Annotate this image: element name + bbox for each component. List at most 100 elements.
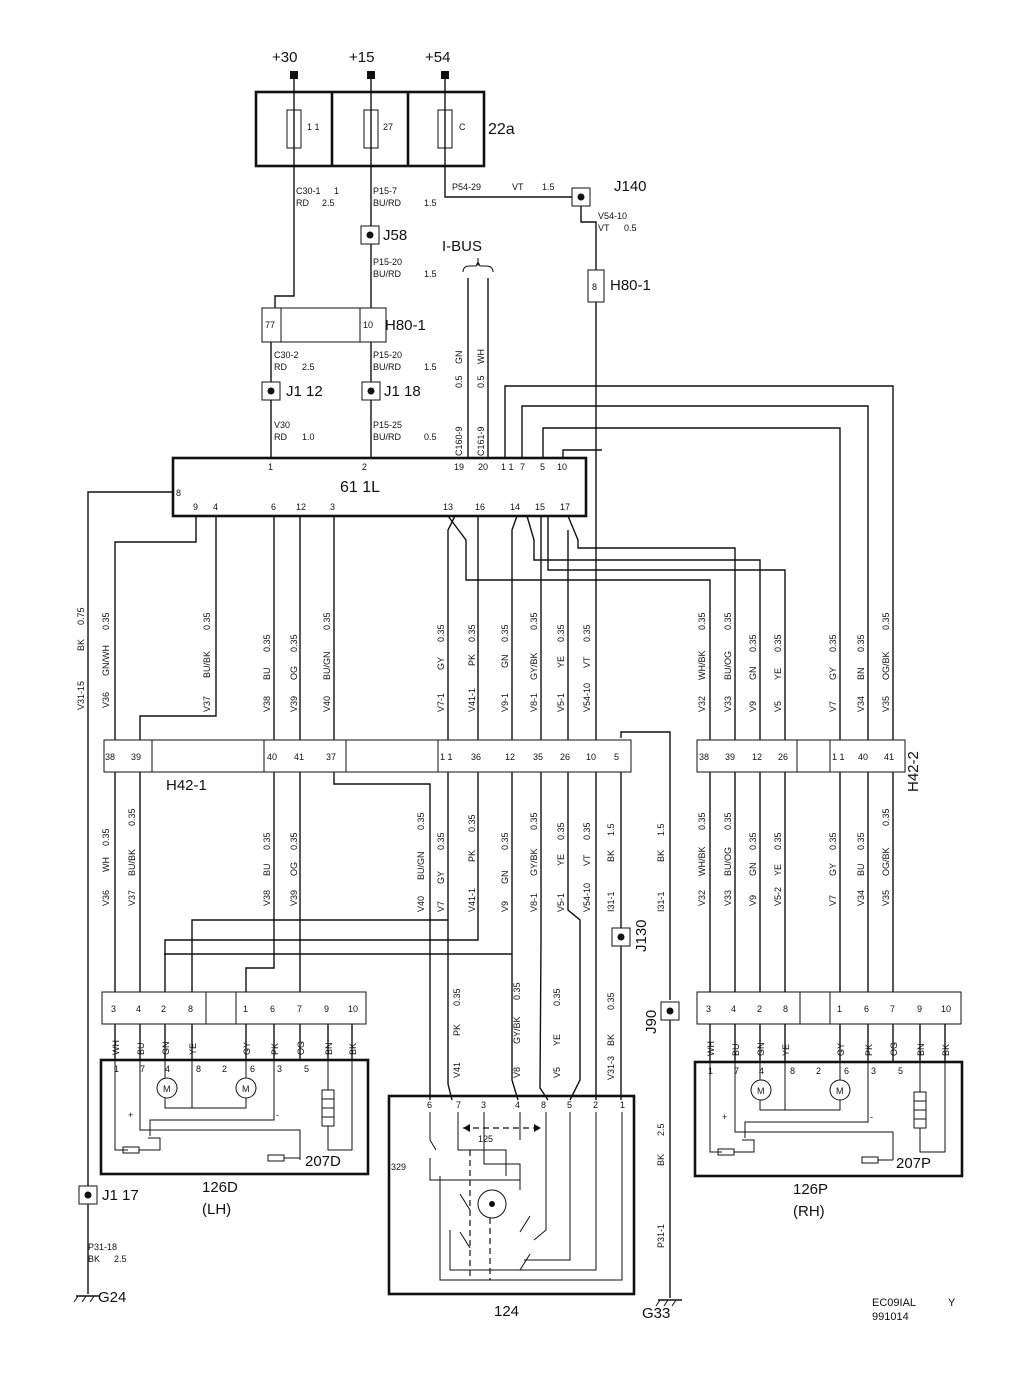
svg-text:V40: V40 [416,896,426,912]
svg-text:3: 3 [706,1004,711,1014]
module-pin-5: 5 [540,462,545,472]
connector-h80-1-left-label: H80-1 [385,317,426,334]
svg-text:1: 1 [708,1066,713,1076]
svg-text:6: 6 [270,1004,275,1014]
svg-text:V36: V36 [101,692,111,708]
svg-text:V36: V36 [101,890,111,906]
svg-text:BK: BK [606,850,616,862]
svg-text:4: 4 [731,1004,736,1014]
svg-text:2: 2 [757,1004,762,1014]
svg-text:4: 4 [759,1066,764,1076]
wire-p15-20a-size: 1.5 [424,269,437,279]
svg-text:1: 1 [114,1064,119,1074]
module-pin-2: 2 [362,462,367,472]
svg-text:38: 38 [699,752,709,762]
svg-text:2: 2 [816,1066,821,1076]
connector-h80-1-right-label: H80-1 [610,277,651,294]
svg-text:YE: YE [188,1043,198,1055]
connector-h42-1-body [103,739,632,773]
svg-text:P31-1: P31-1 [656,1224,666,1248]
module-pin-8: 8 [176,488,181,498]
svg-text:V37: V37 [202,696,212,712]
svg-text:4: 4 [136,1004,141,1014]
svg-text:BN: BN [324,1042,334,1055]
svg-text:V39: V39 [289,890,299,906]
svg-text:4: 4 [165,1064,170,1074]
mirror-126d-heater: 207D [305,1153,341,1170]
switch-wire-labels: V41 PK 0.35 V8 GY/BK 0.35 V5 YE 0.35 V31… [452,982,666,1248]
rh-motor-1 [750,1079,772,1101]
svg-text:GN: GN [748,863,758,877]
connector-h42-2-body [696,739,906,773]
svg-text:1: 1 [837,1004,842,1014]
wire-p15-25-color: BU/RD [373,432,402,442]
svg-text:5: 5 [304,1064,309,1074]
lh-potentiometer-2 [267,1154,285,1162]
svg-text:GY: GY [242,1042,252,1055]
supply-terminals: +30 +15 +54 [272,49,450,92]
svg-text:0.35: 0.35 [262,634,272,652]
svg-text:BU: BU [856,863,866,876]
svg-text:BU/GN: BU/GN [322,651,332,680]
module-pin-19: 19 [454,462,464,472]
svg-text:GN: GN [500,871,510,885]
svg-text:9: 9 [324,1004,329,1014]
svg-text:41: 41 [884,752,894,762]
svg-text:0.35: 0.35 [606,992,616,1010]
svg-text:26: 26 [778,752,788,762]
svg-text:YE: YE [556,656,566,668]
svg-text:V54-10: V54-10 [582,683,592,712]
svg-text:1: 1 [243,1004,248,1014]
svg-text:3: 3 [277,1064,282,1074]
svg-text:0.35: 0.35 [856,832,866,850]
svg-text:GN: GN [756,1043,766,1057]
svg-text:6: 6 [250,1064,255,1074]
junction-j130-label: J130 [633,919,650,952]
svg-text:10: 10 [586,752,596,762]
supply-54-terminal [441,71,449,79]
fusebox-frame [254,90,486,168]
svg-text:6: 6 [844,1066,849,1076]
module-pin-6: 6 [271,502,276,512]
mid-wire-labels: V31-15 BK 0.75 V36 GN/WH 0.35 V37 BU/BK … [76,607,891,712]
wire-c30-1-code: C30-1 [296,186,321,196]
svg-text:V40: V40 [322,696,332,712]
mirror-126p-side: (RH) [793,1203,825,1220]
wire-c30-2-size: 2.5 [302,362,315,372]
wire-v54-10a-code: V54-10 [598,211,627,221]
junction-j58-label: J58 [383,227,407,244]
svg-text:V5-1: V5-1 [556,693,566,712]
svg-text:V7: V7 [828,701,838,712]
connector-h42-1-label: H42-1 [166,777,207,794]
lh-motor-1 [156,1077,178,1099]
svg-text:0.35: 0.35 [452,988,462,1006]
svg-text:1 1: 1 1 [440,752,453,762]
ibus-brace [462,260,494,273]
svg-text:7: 7 [734,1066,739,1076]
svg-text:0.35: 0.35 [552,988,562,1006]
mirror-126d-frame [99,1058,370,1176]
svg-text:PK: PK [467,850,477,862]
svg-text:M: M [836,1086,844,1096]
svg-text:YE: YE [556,854,566,866]
svg-text:V5-2: V5-2 [773,887,783,906]
module-pin-1: 1 [268,462,273,472]
svg-text:GY: GY [436,871,446,884]
junction-j90-label: J90 [643,1010,660,1034]
connector-h42-1-pins: 38 39 40 41 37 1 1 36 12 35 26 10 5 [105,752,619,762]
ground-g33-label: G33 [642,1305,670,1322]
svg-text:0.35: 0.35 [697,812,707,830]
svg-text:M: M [242,1084,250,1094]
svg-text:V41-1: V41-1 [467,688,477,712]
svg-text:V39: V39 [289,696,299,712]
lh-mirror-wires: WH BU GN YE GY PK OG BN BK [111,1024,358,1060]
fuse-27-number: 27 [383,122,393,132]
module-pin-12: 12 [296,502,306,512]
module-frame [171,456,588,518]
svg-text:0.35: 0.35 [828,832,838,850]
wire-v30-color: RD [274,432,287,442]
svg-text:BU/OG: BU/OG [723,847,733,876]
supply-54-label: +54 [425,49,450,66]
junction-j1-17-label: J1 17 [102,1187,139,1204]
svg-text:0.75: 0.75 [76,607,86,625]
